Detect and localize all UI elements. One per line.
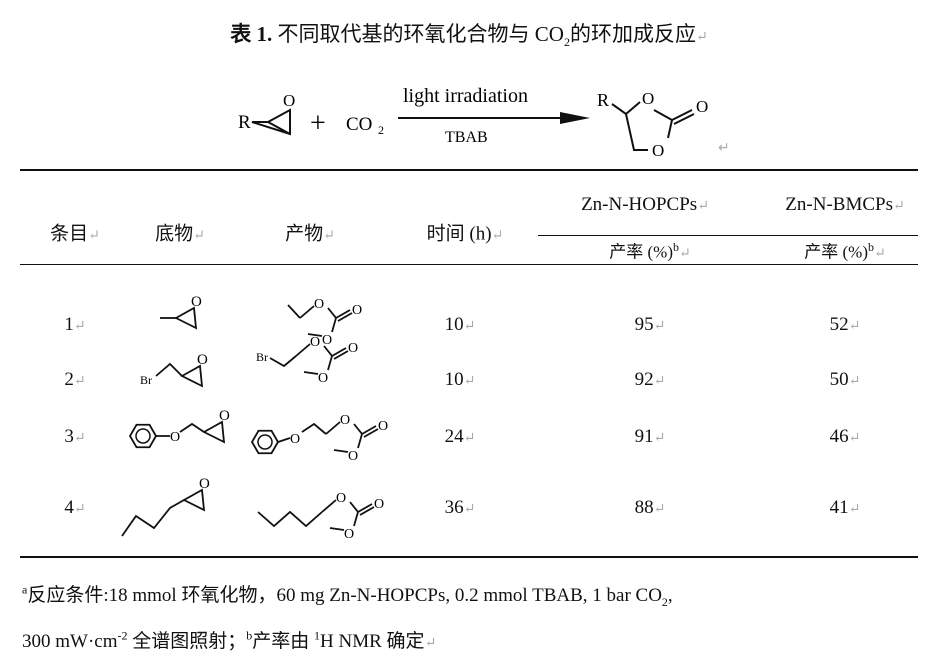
header-entry: 条目↵ [50, 223, 100, 245]
footnote-line-2: 300 mW·cm-2 全谱图照射；b产率由 1H NMR 确定↵ [22, 628, 437, 652]
ring-o3: O [318, 371, 328, 386]
paragraph-mark: ↵ [718, 141, 730, 156]
header-product: 产物↵ [285, 223, 335, 245]
arrow-condition-top: light irradiation [403, 85, 528, 107]
butyl-chain [121, 499, 185, 537]
cell-entry: 3↵ [64, 426, 86, 447]
ring-o1: O [310, 335, 320, 350]
epoxide-o: O [283, 91, 295, 110]
epoxide-o: O [197, 352, 208, 368]
co2-sub: 2 [378, 123, 384, 137]
header-cat1: Zn-N-HOPCPs↵ [581, 194, 709, 215]
epoxide-ring [251, 108, 291, 136]
ring-o3: O [348, 449, 358, 464]
cell-y2: 52↵ [829, 314, 861, 335]
ring-o1: O [642, 89, 654, 108]
carbonyl-bond [357, 503, 375, 516]
cell-time: 10↵ [444, 369, 476, 390]
ring-o3: O [344, 527, 354, 542]
caption-sub: 2 [563, 35, 570, 50]
carbonyl-bond [331, 347, 349, 360]
bottom-rule [20, 556, 918, 558]
carbonyl-o: O [352, 303, 362, 318]
epoxide-o: O [199, 476, 210, 492]
caption-text: 不同取代基的环氧化合物与 CO [277, 22, 564, 46]
cell-time: 24↵ [444, 426, 476, 447]
cell-time: 36↵ [444, 497, 476, 518]
benzene-ring [128, 423, 158, 449]
cell-y2: 41↵ [829, 497, 861, 518]
ether-o: O [290, 432, 300, 447]
aromatic-circle [257, 434, 273, 450]
table-caption: 表 1. 不同取代基的环氧化合物与 CO2的环加成反应↵ [0, 18, 938, 50]
header-substrate: 底物↵ [155, 223, 205, 245]
cell-y2: 50↵ [829, 369, 861, 390]
epoxide-o: O [191, 294, 202, 310]
ring-o3: O [322, 333, 332, 348]
carbonyl-o: O [374, 497, 384, 512]
carbonyl-bond [361, 425, 379, 438]
phenoxy-chain [277, 422, 327, 443]
cell-y1: 88↵ [634, 497, 666, 518]
ring-o1: O [340, 413, 350, 428]
epoxide-o: O [219, 408, 230, 424]
reaction-scheme: R O + CO 2 light irradiation TBAB R O O … [238, 85, 730, 160]
header-yield-1: 产率 (%)b↵ [609, 239, 691, 262]
cell-y1: 91↵ [634, 426, 666, 447]
cell-y2: 46↵ [829, 426, 861, 447]
bromomethyl-chain [155, 362, 183, 377]
cell-y1: 95↵ [634, 314, 666, 335]
carbonyl-bond [671, 109, 695, 125]
carbonyl-o: O [348, 341, 358, 356]
paragraph-mark: ↵ [695, 30, 708, 45]
aromatic-circle [135, 428, 151, 444]
cell-time: 10↵ [444, 314, 476, 335]
ring-o3: O [652, 141, 664, 160]
bromo-label: Br [140, 373, 152, 387]
top-rule [20, 169, 918, 171]
product-r: R [597, 90, 609, 110]
methyl-bond [287, 304, 301, 319]
benzene-ring [250, 429, 280, 455]
phenoxy-chain [156, 422, 205, 437]
ring-o1: O [314, 297, 324, 312]
cell-entry: 1↵ [64, 314, 86, 335]
header-yield-2: 产率 (%)b↵ [804, 239, 886, 262]
carbonyl-bond [335, 309, 353, 322]
reagent-r: R [238, 112, 251, 133]
cell-y1: 92↵ [634, 369, 666, 390]
arrow-condition-bottom: TBAB [445, 129, 488, 146]
ring-o1: O [336, 491, 346, 506]
header-cat2: Zn-N-BMCPs↵ [785, 194, 905, 215]
epoxide-ring [202, 420, 226, 444]
cell-entry: 2↵ [64, 369, 86, 390]
bromomethyl-chain [269, 355, 297, 368]
epoxide-ring [180, 364, 204, 388]
plus-sign: + [310, 108, 326, 139]
caption-label: 表 1. [230, 22, 273, 46]
caption-tail: 的环加成反应 [569, 22, 696, 46]
arrow-head-icon [560, 112, 590, 124]
epoxide-ring [174, 306, 198, 330]
carbonyl-o: O [696, 97, 708, 116]
carbonyl-o: O [378, 419, 388, 434]
butyl-chain [257, 510, 323, 528]
co2: CO [346, 114, 372, 135]
epoxide-ring [182, 488, 206, 512]
footnote-line-1: a反应条件:18 mmol 环氧化物，60 mg Zn-N-HOPCPs, 0.… [22, 582, 673, 609]
header-rule [20, 264, 918, 265]
cell-entry: 4↵ [64, 497, 86, 518]
bromo-label: Br [256, 350, 268, 364]
ether-o: O [170, 430, 180, 445]
subheader-rule [538, 235, 918, 236]
header-time: 时间 (h)↵ [426, 223, 504, 245]
